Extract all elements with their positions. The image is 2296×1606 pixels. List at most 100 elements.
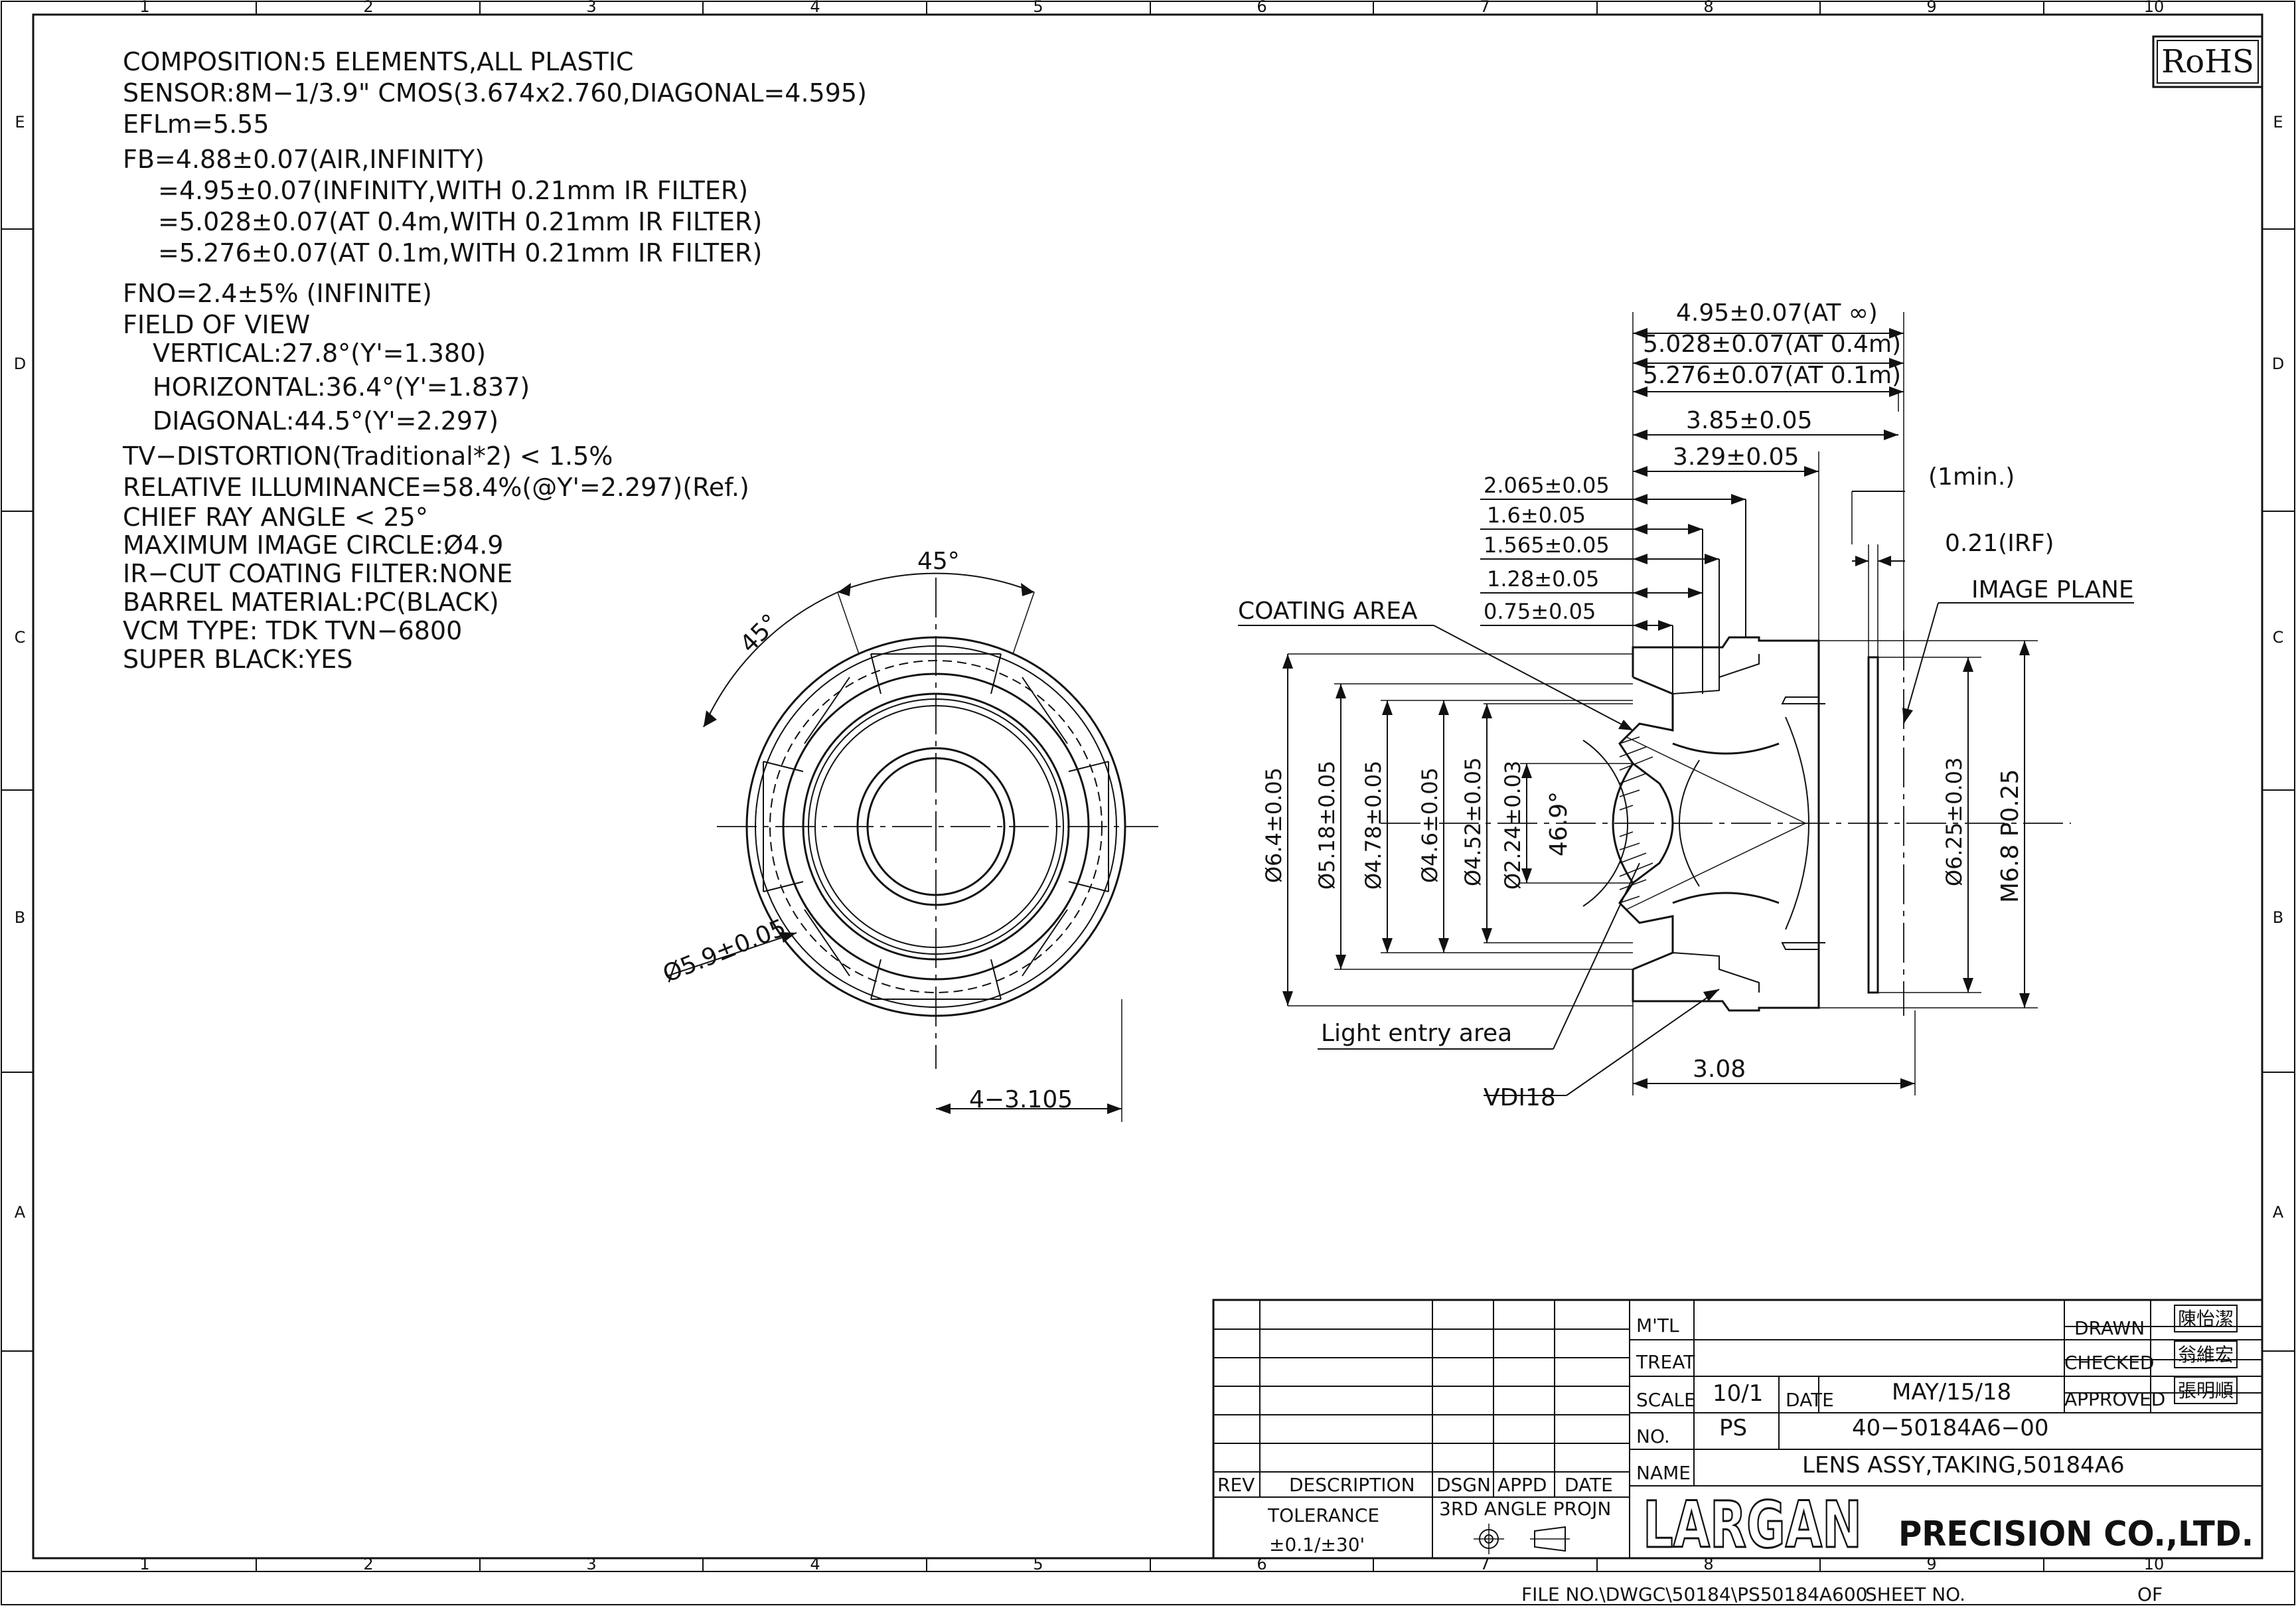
front-view-labels: 45° 45° Ø5.9±0.05 4−3.105 [659,548,1073,1113]
dia-478: Ø4.78±0.05 [1361,761,1386,890]
spec-fov-title: FIELD OF VIEW [123,310,310,339]
scale-value: 10/1 [1713,1380,1763,1407]
col-label: 1 [139,0,149,16]
col-label: 8 [1703,0,1713,16]
of-label: OF [2137,1583,2163,1605]
dia-518: Ø5.18±0.05 [1314,761,1339,890]
dim-385: 3.85±0.05 [1686,407,1812,434]
side-view-labels: 4.95±0.07(AT ∞) 5.028±0.07(AT 0.4m) 5.27… [1238,299,2134,1111]
scale-label: SCALE [1636,1389,1696,1411]
spec-sensor: SENSOR:8M−1/3.9" CMOS(3.674x2.760,DIAGON… [123,78,867,108]
rev-label: REV [1217,1474,1255,1496]
front-diameter-label: Ø5.9±0.05 [659,914,790,988]
row-labels: E D C B A E D C B A [14,113,2284,1222]
col-label: 7 [1480,0,1490,16]
title-block-labels: M'TL TREAT SCALE 10/1 DATE MAY/15/18 NO.… [1217,1308,2254,1564]
spec-chief-ray: CHIEF RAY ANGLE < 25° [123,503,428,532]
dim-fb-infinity: 4.95±0.07(AT ∞) [1676,299,1878,327]
col-label: 10 [2144,0,2165,16]
projection-label: 3RD ANGLE PROJN [1439,1498,1611,1520]
row-label: E [2273,113,2283,131]
spec-super-black: SUPER BLACK:YES [123,645,352,674]
spec-distortion: TV−DISTORTION(Traditional*2) < 1.5% [122,442,613,471]
spec-fb-air: FB=4.88±0.07(AIR,INFINITY) [123,145,485,174]
spec-vcm: VCM TYPE: TDK TVN−6800 [123,616,462,645]
spec-fb-infinity: =4.95±0.07(INFINITY,WITH 0.21mm IR FILTE… [158,176,748,205]
spec-fb-04m: =5.028±0.07(AT 0.4m,WITH 0.21mm IR FILTE… [158,207,762,236]
row-label: A [2273,1203,2284,1222]
row-label: D [2272,355,2284,373]
col-label: 8 [1703,1555,1713,1573]
side-view [1238,312,2134,1096]
column-labels-top: 1 2 3 4 5 6 7 8 9 10 [139,0,2164,16]
footer: FILE NO.\DWGC\50184\PS50184A600 SHEET NO… [1521,1583,2163,1605]
no-prefix: PS [1719,1415,1747,1441]
col-label: 2 [363,0,373,16]
no-label: NO. [1636,1425,1670,1447]
company-logo: LARGAN [1643,1488,1862,1562]
col-label: 4 [810,0,820,16]
col-label: 9 [1926,0,1936,16]
spec-ir-cut: IR−CUT COATING FILTER:NONE [123,559,512,588]
spec-efl: EFLm=5.55 [123,110,269,139]
coating-area-label: COATING AREA [1238,598,1418,625]
image-plane-label: IMAGE PLANE [1971,576,2134,603]
date-col-label: DATE [1565,1474,1613,1496]
dim-1min: (1min.) [1928,463,2015,491]
angle-top-label: 45° [917,548,960,575]
angle-469: 46.9° [1545,791,1572,856]
dim-075: 0.75±0.05 [1484,599,1596,624]
sig-approved: 張明順 [2178,1380,2234,1402]
rohs-label: RoHS [2161,43,2254,80]
dim-irf: 0.21(IRF) [1945,530,2054,557]
front-view [666,572,1158,1122]
vdi-label: VDI18 [1484,1084,1556,1111]
dim-16: 1.6±0.05 [1487,503,1586,528]
row-label: E [15,113,25,131]
spec-fov-vertical: VERTICAL:27.8°(Y'=1.380) [153,339,486,368]
part-name: LENS ASSY,TAKING,50184A6 [1802,1452,2125,1479]
col-label: 9 [1926,1555,1936,1573]
dia-452: Ø4.52±0.05 [1460,758,1486,887]
spec-barrel: BARREL MATERIAL:PC(BLACK) [123,588,499,617]
col-label: 5 [1033,1555,1043,1573]
col-label: 6 [1257,0,1266,16]
dsgn-label: DSGN [1436,1474,1491,1496]
sig-drawn: 陳怡潔 [2178,1308,2234,1330]
col-label: 3 [586,1555,596,1573]
date-value: MAY/15/18 [1892,1379,2011,1405]
name-label: NAME [1636,1462,1691,1484]
dia-224: Ø2.24±0.03 [1500,761,1525,890]
col-label: 6 [1257,1555,1266,1573]
col-label: 5 [1033,0,1043,16]
thread-m68: M6.8 P0.25 [1997,769,2024,903]
angle-left-label: 45° [735,609,784,658]
checked-label: CHECKED [2064,1352,2154,1374]
sheet-no-label: SHEET NO. [1865,1583,1965,1605]
col-label: 1 [139,1555,149,1573]
company-name: PRECISION CO.,LTD. [1898,1514,2254,1554]
dia-46: Ø4.6±0.05 [1417,767,1442,883]
dim-329: 3.29±0.05 [1673,443,1799,471]
tolerance-value: ±0.1/±30' [1269,1534,1365,1556]
date-label: DATE [1786,1389,1834,1411]
mtl-label: M'TL [1636,1315,1679,1336]
dia-625: Ø6.25±0.03 [1942,758,1967,887]
row-label: D [14,355,26,373]
appd-label: APPD [1497,1474,1547,1496]
dim-fb-01m: 5.276±0.07(AT 0.1m) [1643,362,1901,389]
file-no: FILE NO.\DWGC\50184\PS50184A600 [1521,1583,1868,1605]
row-label: C [2273,628,2284,647]
dim-128: 1.28±0.05 [1487,566,1599,592]
spec-fno: FNO=2.4±5% (INFINITE) [123,279,432,308]
row-label: B [2273,908,2283,927]
spec-fov-diagonal: DIAGONAL:44.5°(Y'=2.297) [153,406,498,436]
col-label: 2 [363,1555,373,1573]
dia-64: Ø6.4±0.05 [1261,767,1286,883]
spec-notes: COMPOSITION:5 ELEMENTS,ALL PLASTIC SENSO… [122,47,867,674]
dim-308: 3.08 [1693,1056,1746,1083]
spec-fb-01m: =5.276±0.07(AT 0.1m,WITH 0.21mm IR FILTE… [158,238,762,268]
row-label: A [15,1203,26,1222]
